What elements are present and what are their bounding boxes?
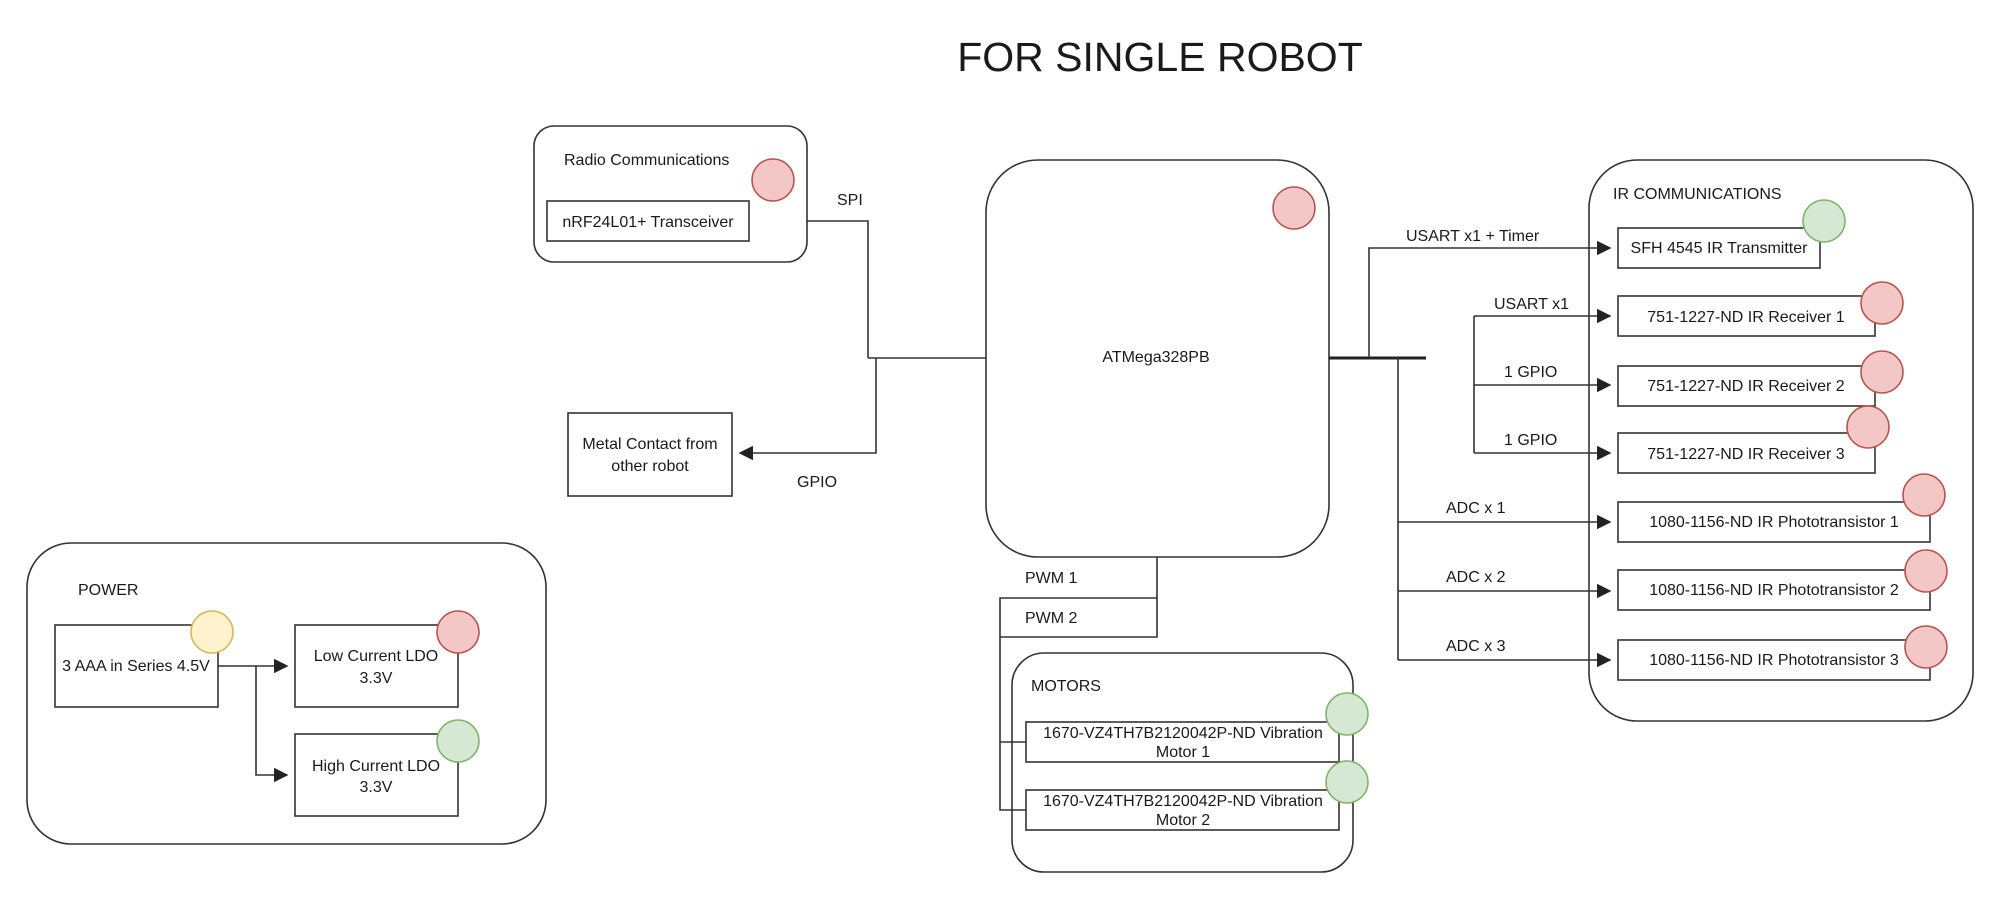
ir-transmitter-box[interactable]: [1617, 227, 1821, 269]
power-group[interactable]: POWER 3 AAA in Series 4.5V Low Current L…: [26, 542, 547, 845]
ir-receiver-2-status-indicator: [1860, 350, 1904, 394]
ir-phototransistor-2-box[interactable]: [1617, 569, 1931, 611]
pwm1-connector: [999, 557, 1158, 743]
spi-link-label: SPI: [837, 192, 863, 209]
radio-status-indicator: [751, 158, 795, 202]
battery-to-high-ldo-connector: [255, 666, 289, 783]
ir-receiver-2-label: 751-1227-ND IR Receiver 2: [1647, 378, 1845, 395]
usart1-link-label: USART x1: [1494, 296, 1569, 313]
battery-status-indicator: [190, 610, 234, 654]
ir-receiver-3-label: 751-1227-ND IR Receiver 3: [1647, 446, 1845, 463]
ir-phototransistor-2-label: 1080-1156-ND IR Phototransistor 2: [1649, 582, 1899, 599]
gpio-connector: [738, 358, 877, 461]
ir-phototransistor-3-status-indicator: [1904, 625, 1948, 669]
ir-receiver-1-label: 751-1227-ND IR Receiver 1: [1647, 309, 1845, 326]
low-ldo-line1: Low Current LDO: [314, 648, 439, 665]
adc2-link-label: ADC x 2: [1446, 569, 1506, 586]
mcu-label: ATMega328PB: [1102, 349, 1209, 366]
low-ldo-line2: 3.3V: [360, 670, 393, 687]
ir-phototransistor-1-status-indicator: [1902, 473, 1946, 517]
motor-2-box[interactable]: [1025, 789, 1340, 831]
pwm1-link-label: PWM 1: [1025, 570, 1078, 587]
radio-group-label: Radio Communications: [564, 152, 729, 169]
motor-2-line2: Motor 2: [1156, 812, 1210, 829]
ir-receiver-3-box[interactable]: [1617, 432, 1876, 474]
usart-timer-link-label: USART x1 + Timer: [1406, 228, 1540, 245]
radio-communications-group[interactable]: Radio Communications nRF24L01+ Transceiv…: [533, 125, 808, 263]
ir-receiver-3-status-indicator: [1846, 405, 1890, 449]
ir-phototransistor-1-label: 1080-1156-ND IR Phototransistor 1: [1649, 514, 1899, 531]
motor-1-box[interactable]: [1025, 721, 1340, 763]
usart-timer-connector: [1368, 240, 1612, 358]
metal-contact-line2: other robot: [611, 458, 689, 475]
spi-connector: [807, 220, 869, 358]
low-ldo-box[interactable]: [294, 624, 459, 708]
transceiver-box[interactable]: [546, 200, 750, 242]
motor-1-status-indicator: [1325, 692, 1369, 736]
low-ldo-status-indicator: [436, 610, 480, 654]
ir-phototransistor-3-box[interactable]: [1617, 639, 1931, 681]
metal-contact-box[interactable]: [567, 412, 733, 497]
ir-receiver-2-box[interactable]: [1617, 365, 1876, 407]
pwm2-branch: [1000, 598, 1158, 638]
pwm2-connector: [999, 742, 1026, 811]
mcu-block[interactable]: ATMega328PB: [985, 159, 1330, 558]
metal-contact-block[interactable]: Metal Contact from other robot: [567, 412, 733, 497]
ir-transmitter-status-indicator: [1802, 199, 1846, 243]
motors-group-label: MOTORS: [1031, 678, 1101, 695]
high-ldo-line1: High Current LDO: [312, 758, 440, 775]
motors-group[interactable]: MOTORS 1670-VZ4TH7B2120042P-ND Vibration…: [1011, 652, 1369, 873]
pwm2-link-label: PWM 2: [1025, 610, 1078, 627]
adc1-link-label: ADC x 1: [1446, 500, 1506, 517]
diagram-title: FOR SINGLE ROBOT: [957, 34, 1363, 80]
battery-box[interactable]: [54, 624, 219, 708]
ir-transmitter-label: SFH 4545 IR Transmitter: [1631, 240, 1809, 257]
metal-contact-line1: Metal Contact from: [582, 436, 717, 453]
ir-group-label: IR COMMUNICATIONS: [1613, 186, 1782, 203]
battery-label: 3 AAA in Series 4.5V: [62, 658, 210, 675]
gpio1a-link-label: 1 GPIO: [1504, 364, 1557, 381]
ir-phototransistor-3-label: 1080-1156-ND IR Phototransistor 3: [1649, 652, 1899, 669]
ir-phototransistor-1-box[interactable]: [1617, 501, 1931, 543]
high-ldo-box[interactable]: [294, 733, 459, 817]
ir-receiver-1-status-indicator: [1860, 281, 1904, 325]
mcu-status-indicator: [1272, 186, 1316, 230]
motor-1-line2: Motor 1: [1156, 744, 1210, 761]
gpio-link-label: GPIO: [797, 474, 837, 491]
high-ldo-line2: 3.3V: [360, 779, 393, 796]
motor-2-line1: 1670-VZ4TH7B2120042P-ND Vibration: [1043, 793, 1323, 810]
ir-phototransistor-2-status-indicator: [1904, 549, 1948, 593]
motor-1-line1: 1670-VZ4TH7B2120042P-ND Vibration: [1043, 725, 1323, 742]
transceiver-label: nRF24L01+ Transceiver: [562, 214, 734, 231]
gpio1b-link-label: 1 GPIO: [1504, 432, 1557, 449]
ir-receiver-1-box[interactable]: [1617, 295, 1876, 337]
power-group-label: POWER: [78, 582, 138, 599]
ir-communications-group[interactable]: IR COMMUNICATIONS SFH 4545 IR Transmitte…: [1588, 159, 1974, 722]
high-ldo-status-indicator: [436, 719, 480, 763]
adc3-link-label: ADC x 3: [1446, 638, 1506, 655]
motor-2-status-indicator: [1325, 760, 1369, 804]
